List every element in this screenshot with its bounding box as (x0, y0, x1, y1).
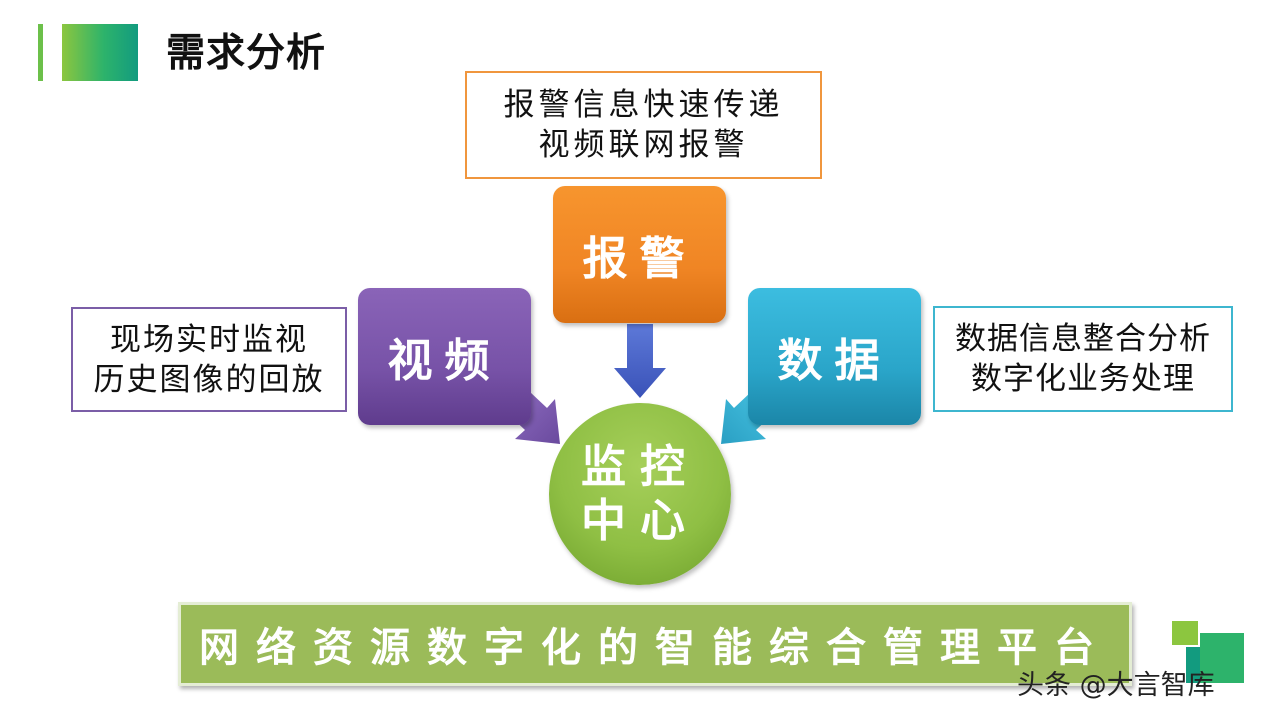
alarm-label: 报警 (582, 232, 697, 285)
watermark-text: 头条 @大言智库 (1017, 670, 1215, 701)
alarm-tile: 报警 (553, 186, 726, 323)
data-desc-line-1: 数据信息整合分析 (955, 321, 1211, 357)
brand-logo-icon (1172, 621, 1244, 683)
arrow-alarm-to-center (614, 324, 666, 398)
banner-text: 网络资源数字化的智能综合管理平台 (199, 625, 1111, 671)
video-desc-line-1: 现场实时监视 (110, 321, 308, 358)
data-label: 数据 (777, 334, 892, 387)
data-desc-line-2: 数字化业务处理 (971, 361, 1195, 397)
header-accent-bar (38, 24, 43, 81)
video-tile: 视频 (358, 288, 531, 425)
monitoring-center-circle: 监控 中心 (549, 403, 731, 585)
alarm-desc-line-2: 视频联网报警 (538, 127, 749, 163)
alarm-desc-line-1: 报警信息快速传递 (503, 87, 784, 123)
video-description-box: 现场实时监视 历史图像的回放 (71, 307, 347, 412)
data-description-box: 数据信息整合分析 数字化业务处理 (933, 306, 1233, 412)
video-label: 视频 (387, 334, 502, 387)
data-tile: 数据 (748, 288, 921, 425)
center-line-2: 中心 (580, 494, 699, 547)
alarm-description-box: 报警信息快速传递 视频联网报警 (465, 71, 822, 179)
platform-banner: 网络资源数字化的智能综合管理平台 (178, 602, 1132, 686)
video-desc-line-2: 历史图像的回放 (93, 361, 325, 398)
page-title: 需求分析 (166, 31, 327, 76)
center-line-1: 监控 (580, 440, 699, 493)
header-accent-block (62, 24, 138, 81)
